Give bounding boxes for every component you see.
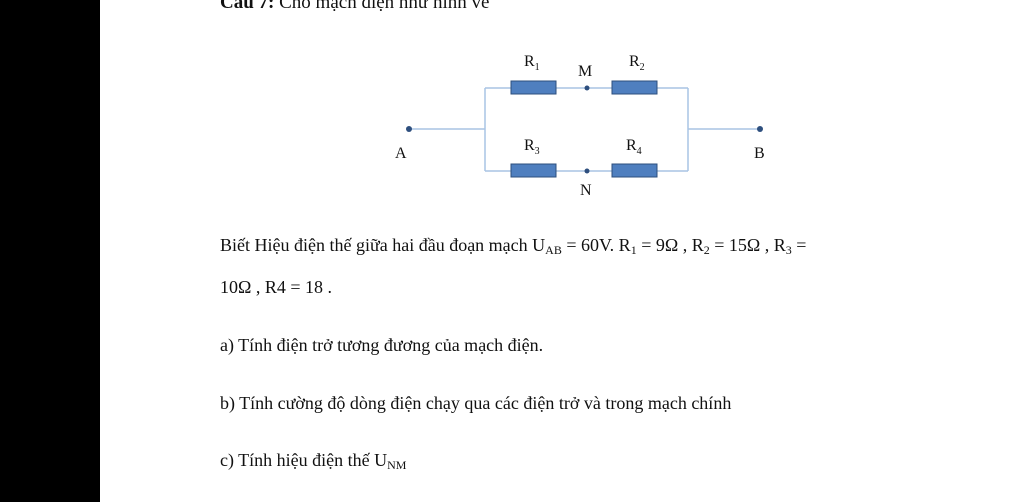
question-c: c) Tính hiệu điện thế UNM: [220, 450, 406, 473]
label-node-a: A: [395, 145, 407, 162]
r2-subscript: 2: [703, 243, 710, 257]
document-page: Câu 7: Cho mạch điện như hình vẽ R1 R2 R…: [100, 0, 1024, 502]
question-number: Câu 7:: [220, 0, 275, 13]
label-node-b: B: [754, 145, 765, 162]
label-r3: R3: [524, 137, 540, 157]
label-node-n: N: [580, 182, 592, 199]
resistor-r1: [510, 80, 557, 95]
node-b-dot: [757, 126, 763, 132]
question-title: Câu 7: Cho mạch điện như hình vẽ: [220, 0, 489, 14]
line1-uab-value: = 60V. R: [561, 235, 631, 255]
unm-subscript: NM: [387, 458, 407, 472]
left-black-margin: [0, 0, 100, 502]
resistor-r2: [611, 80, 658, 95]
label-r1: R1: [524, 53, 540, 73]
r3-subscript: 3: [785, 243, 792, 257]
resistor-r3: [510, 163, 557, 178]
node-m-dot: [584, 85, 590, 91]
r1-subscript: 1: [630, 243, 637, 257]
line1-r1-value: = 9Ω , R: [636, 235, 704, 255]
line1-text: Biết Hiệu điện thế giữa hai đầu đoạn mạc…: [220, 235, 546, 255]
line1-r3-value: =: [791, 235, 807, 255]
node-n-dot: [584, 168, 590, 174]
label-r4: R4: [626, 137, 642, 157]
uab-subscript: AB: [545, 243, 562, 257]
question-a: a) Tính điện trở tương đương của mạch đi…: [220, 335, 544, 355]
node-a-dot: [406, 126, 412, 132]
problem-line-1: Biết Hiệu điện thế giữa hai đầu đoạn mạc…: [220, 235, 806, 258]
question-prompt: Cho mạch điện như hình vẽ: [279, 0, 490, 13]
line1-r2-value: = 15Ω , R: [709, 235, 786, 255]
circuit-wires: [409, 87, 760, 172]
resistor-r4: [611, 163, 658, 178]
question-b: b) Tính cường độ dòng điện chạy qua các …: [220, 393, 732, 413]
question-c-text: c) Tính hiệu điện thế U: [220, 450, 388, 470]
problem-line-2: 10Ω , R4 = 18 .: [220, 277, 333, 297]
label-r2: R2: [629, 53, 645, 73]
circuit-diagram: R1 R2 R3 R4 A B M N: [395, 53, 765, 199]
label-node-m: M: [578, 63, 592, 80]
